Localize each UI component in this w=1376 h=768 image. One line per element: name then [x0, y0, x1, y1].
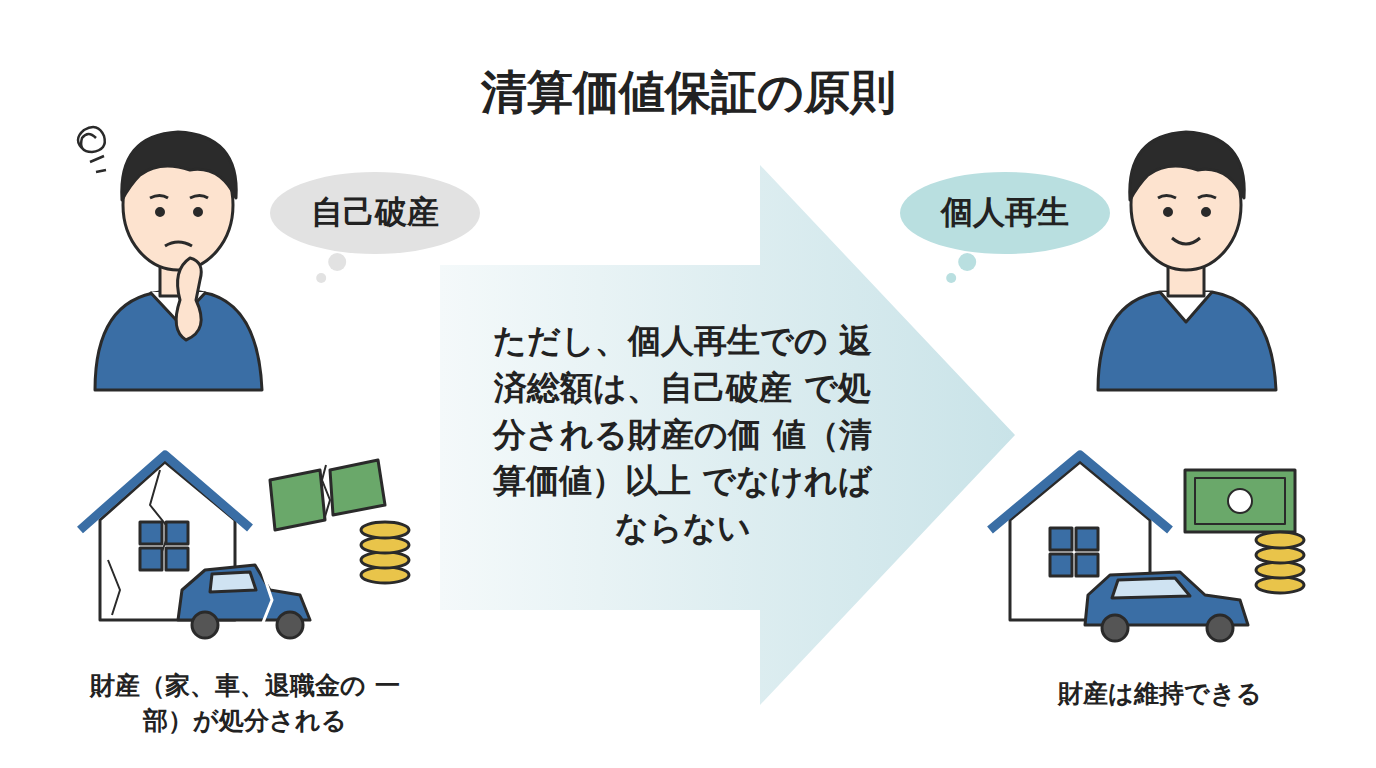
- bubble-label: 自己破産: [311, 191, 439, 235]
- relieved-person: [1098, 132, 1276, 390]
- caption-label: 財産（家、車、退職金の 一部）が処分される: [80, 668, 410, 738]
- bubble-tail: [328, 253, 346, 271]
- worried-person: [78, 127, 262, 390]
- bubble-ellipse: [270, 172, 480, 254]
- bubble-ellipse: [900, 172, 1110, 254]
- kept-property: [990, 455, 1304, 641]
- bubble-label: 個人再生: [941, 191, 1069, 235]
- damaged-property: [80, 455, 409, 638]
- bubble-tail: [946, 273, 956, 283]
- diagram-title: 清算価値保証の原則: [0, 62, 1376, 124]
- arrow-body: [440, 165, 1015, 705]
- speech-bubble: 自己破産: [270, 172, 480, 254]
- bubble-outline: [900, 172, 1150, 294]
- arrow-shape: ただし、個人再生での 返済総額は、自己破産 で処分される財産の価 値（清算価値）…: [440, 165, 1015, 705]
- caption-label: 財産は維持できる: [1010, 676, 1310, 711]
- bubble-tail: [958, 253, 976, 271]
- speech-bubble: 個人再生: [900, 172, 1110, 254]
- bubble-tail: [316, 273, 326, 283]
- arrow-text: ただし、個人再生での 返済総額は、自己破産 で処分される財産の価 値（清算価値）…: [490, 318, 875, 552]
